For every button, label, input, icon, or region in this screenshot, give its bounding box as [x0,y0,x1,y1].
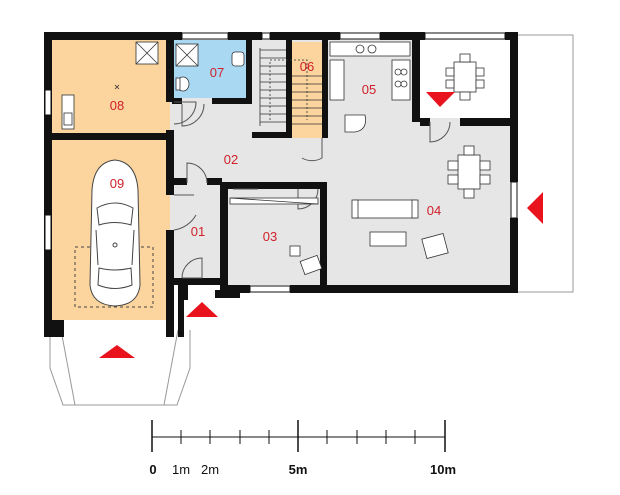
staircase [259,48,322,126]
dining-set [447,145,491,199]
sofa [354,199,416,219]
room-06-floor [292,42,322,138]
room-01-label: 01 [191,224,205,239]
room-04-label: 04 [427,203,441,218]
terrace-entrance-arrow [426,92,455,107]
scale-label-0: 0 [149,462,156,477]
armchair [421,233,449,259]
scale-bar [151,420,446,452]
living-furniture [351,199,449,259]
bathroom-fixtures [175,43,245,92]
room-labels: 01 02 03 04 05 06 07 08 09 [110,59,441,244]
entrance-markers [99,92,543,358]
scale-label-1m: 1m [172,462,190,477]
windows [44,32,518,293]
room-09-label: 09 [110,176,124,191]
scale-label-5m: 5m [289,462,308,477]
room-08-label: 08 [110,98,124,113]
coffee-table [369,231,407,247]
garage-entrance-arrow [99,345,135,358]
room-07-label: 07 [210,65,224,80]
scale-label-2m: 2m [201,462,219,477]
room-02-label: 02 [224,152,238,167]
walls [44,32,518,337]
front-door-arrow [186,302,218,317]
scale-labels: 0 1m 2m 5m 10m [149,462,456,477]
room-03-label: 03 [263,229,277,244]
car-icon [74,159,154,308]
utility-fixtures [61,41,159,130]
room-05-label: 05 [362,82,376,97]
scale-label-10m: 10m [430,462,456,477]
room-06-label: 06 [300,59,314,74]
side-window-arrow [527,192,543,224]
kitchen-fixtures [329,41,411,133]
terrace-dining-set [445,53,485,101]
office-furniture [229,197,323,276]
washbasin [231,51,245,67]
